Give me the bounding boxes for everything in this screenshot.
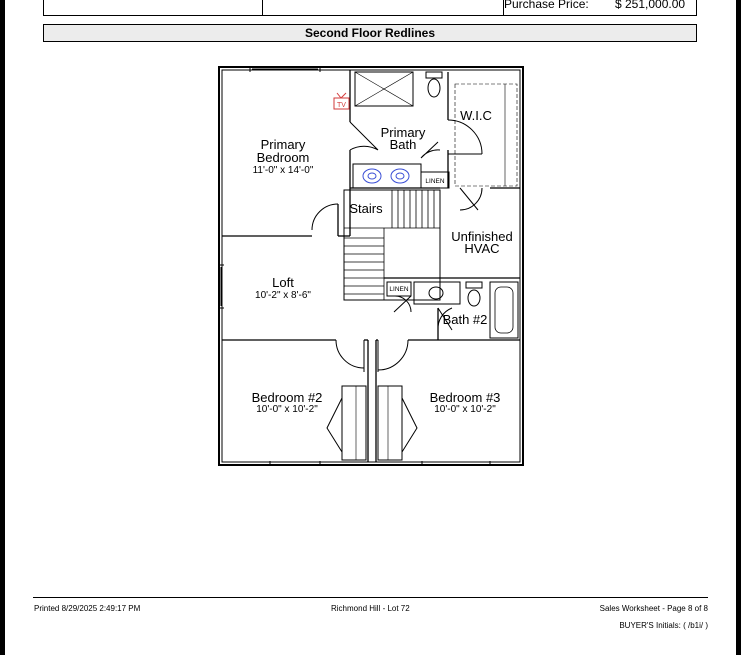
section-title: Second Floor Redlines [304,26,436,40]
footer-page-number: Sales Worksheet - Page 8 of 8 [599,604,708,613]
shower [354,71,414,107]
primary-bedroom-size: 11'-0" x 14'-0" [253,165,314,176]
floor-plan: TV Primary Bedroom 11'-0" x 14'-0" Prima… [218,66,524,466]
hvac-name-2: HVAC [464,241,499,256]
page-edge-left [0,0,5,655]
exterior-wall [218,66,524,466]
bedroom2-name: Bedroom #2 [252,390,323,405]
tv-redline [333,92,350,110]
footer-project: Richmond Hill - Lot 72 [331,604,410,613]
page-edge-right [736,0,741,655]
bedroom2-size: 10'-0" x 10'-2" [256,404,318,415]
purchase-price-value: $ 251,000.00 [615,0,686,11]
primary-bath-name-1: Primary [381,125,426,140]
bedroom3-name: Bedroom #3 [430,390,501,405]
loft-size: 10'-2" x 8'-6" [255,290,311,301]
footer-buyer-initials: BUYER'S Initials: ( /b1i/ ) [619,621,708,630]
table-divider [503,0,504,16]
purchase-price-label: Purchase Price: [504,0,589,11]
bathtub [489,281,519,339]
bath2-name: Bath #2 [443,312,488,327]
stairs-name: Stairs [349,201,383,216]
footer-divider [33,597,708,598]
footer-printed-date: Printed 8/29/2025 2:49:17 PM [34,604,141,613]
primary-bedroom-name-2: Bedroom [257,150,310,165]
window-marks [220,68,491,465]
linen-label-lower: LINEN [389,286,408,293]
bedroom3-size: 10'-0" x 10'-2" [434,404,496,415]
exterior-wall-inner [221,69,521,463]
section-title-bar: Second Floor Redlines [43,24,697,42]
price-table-row [43,0,697,16]
table-divider [262,0,263,16]
hvac-name-1: Unfinished [451,229,512,244]
wic-name: W.I.C [460,108,492,123]
sink-fixtures [362,168,410,184]
primary-bedroom-name-1: Primary [261,137,306,152]
primary-bath-name-2: Bath [390,137,417,152]
loft-name: Loft [272,275,294,290]
linen-label-upper: LINEN [425,178,444,185]
tv-label: TV [337,102,346,109]
